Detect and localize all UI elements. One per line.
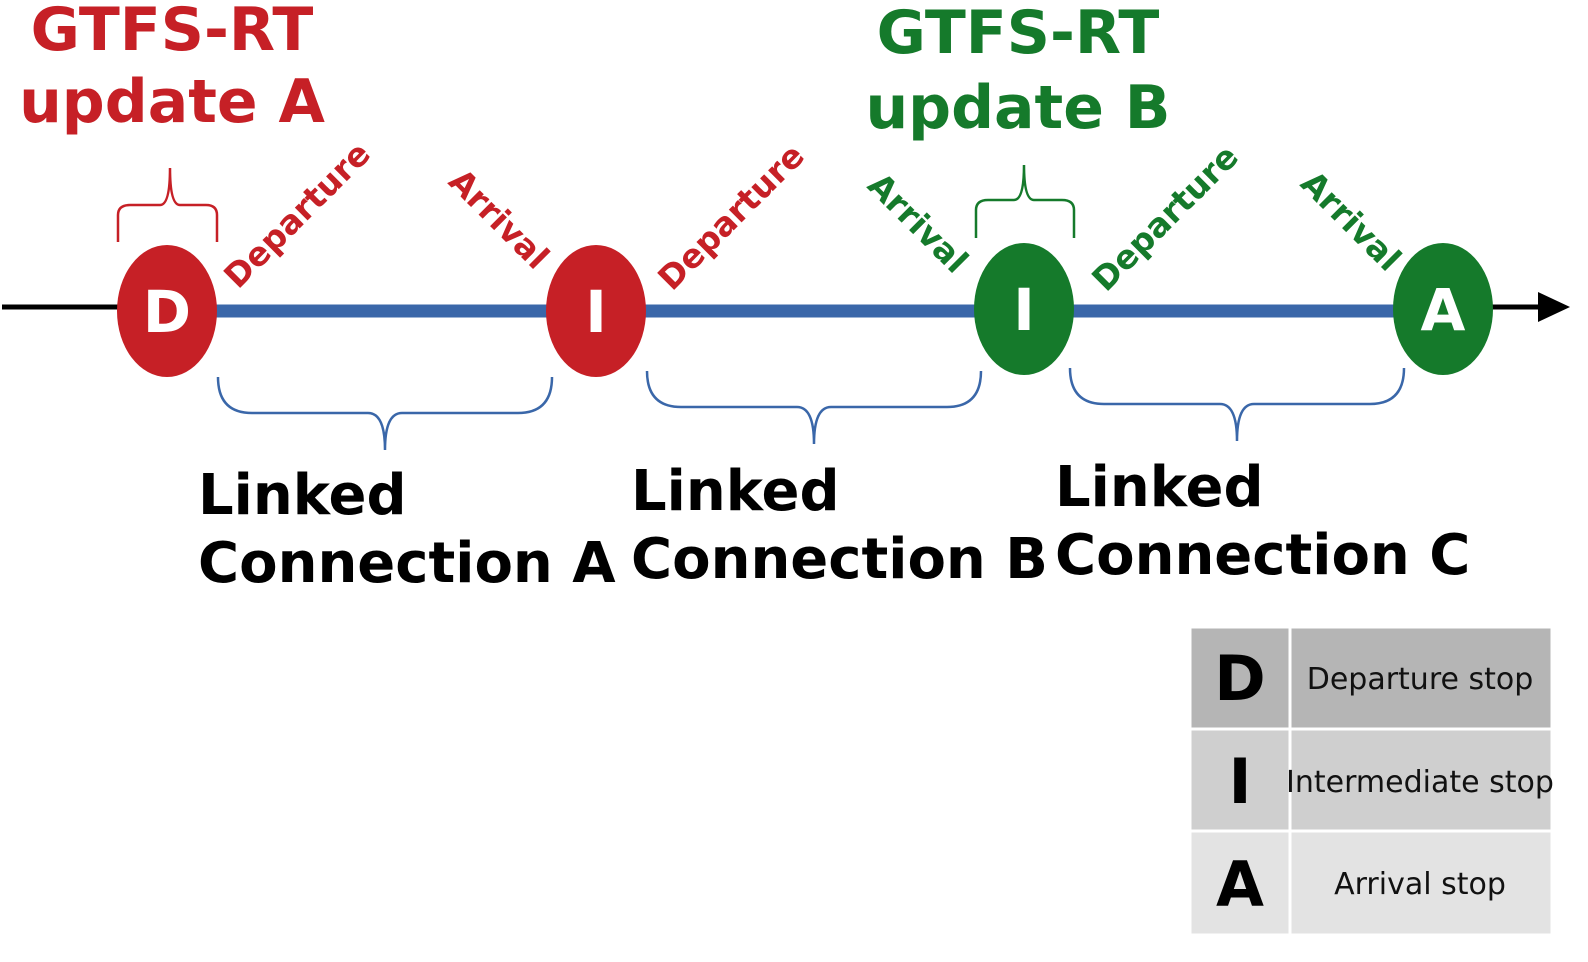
legend-desc-cell <box>1288 727 1554 833</box>
connection-c-label-line1: Linked <box>1055 455 1264 520</box>
update-a-title-line2: update A <box>19 67 325 137</box>
stop-letter: D <box>143 278 191 346</box>
legend-key-cell <box>1188 625 1292 731</box>
connection-c-arrival-label: Arrival <box>1293 163 1409 279</box>
legend-row-intermediate: I Intermediate stop <box>1188 727 1554 833</box>
connection-b-brace <box>645 370 983 445</box>
legend-key: I <box>1228 745 1251 818</box>
legend-desc-cell <box>1288 829 1554 937</box>
update-b-brace <box>974 164 1076 238</box>
connection-b-departure-label: Departure <box>650 136 812 298</box>
connection-a-label-line1: Linked <box>198 463 407 528</box>
legend-key: A <box>1216 848 1264 921</box>
stop-departure: D <box>117 245 217 377</box>
stop-letter: I <box>1013 276 1035 344</box>
connection-c-label-line2: Connection C <box>1055 523 1470 588</box>
connection-a-arrival-label: Arrival <box>441 161 557 277</box>
legend-row-arrival: A Arrival stop <box>1188 829 1554 937</box>
connection-b-label-line1: Linked <box>631 459 840 524</box>
legend-description: Arrival stop <box>1334 867 1506 902</box>
connection-b-label-line2: Connection B <box>631 527 1048 592</box>
connection-a-label-line2: Connection A <box>198 531 616 596</box>
stop-letter: A <box>1421 276 1466 344</box>
stop-arrival: A <box>1393 243 1493 375</box>
stop-intermediate-2: I <box>974 243 1074 375</box>
update-b-title-line2: update B <box>865 73 1170 143</box>
stop-letter: I <box>585 278 607 346</box>
connection-c-departure-label: Departure <box>1084 137 1246 299</box>
timeline-arrow-head <box>1538 292 1570 322</box>
stop-circle <box>1393 243 1493 375</box>
connection-a-departure-label: Departure <box>216 134 378 296</box>
legend-key-cell <box>1188 829 1292 937</box>
stop-circle <box>546 245 646 377</box>
update-a-title-line1: GTFS-RT <box>31 0 314 65</box>
legend-table: D Departure stop I Intermediate stop A A… <box>1188 625 1554 937</box>
update-a-brace <box>116 167 219 242</box>
stop-intermediate-1: I <box>546 245 646 377</box>
legend-description: Departure stop <box>1307 662 1534 697</box>
legend-desc-cell <box>1288 625 1554 731</box>
legend-row-departure: D Departure stop <box>1188 625 1554 731</box>
connection-b-arrival-label: Arrival <box>860 165 976 281</box>
stop-circle <box>117 245 217 377</box>
legend-key: D <box>1214 642 1265 715</box>
legend-description: Intermediate stop <box>1286 765 1554 800</box>
connection-c-brace <box>1068 367 1406 442</box>
connection-a-brace <box>216 376 554 451</box>
stop-circle <box>974 243 1074 375</box>
update-b-title-line1: GTFS-RT <box>877 0 1160 68</box>
